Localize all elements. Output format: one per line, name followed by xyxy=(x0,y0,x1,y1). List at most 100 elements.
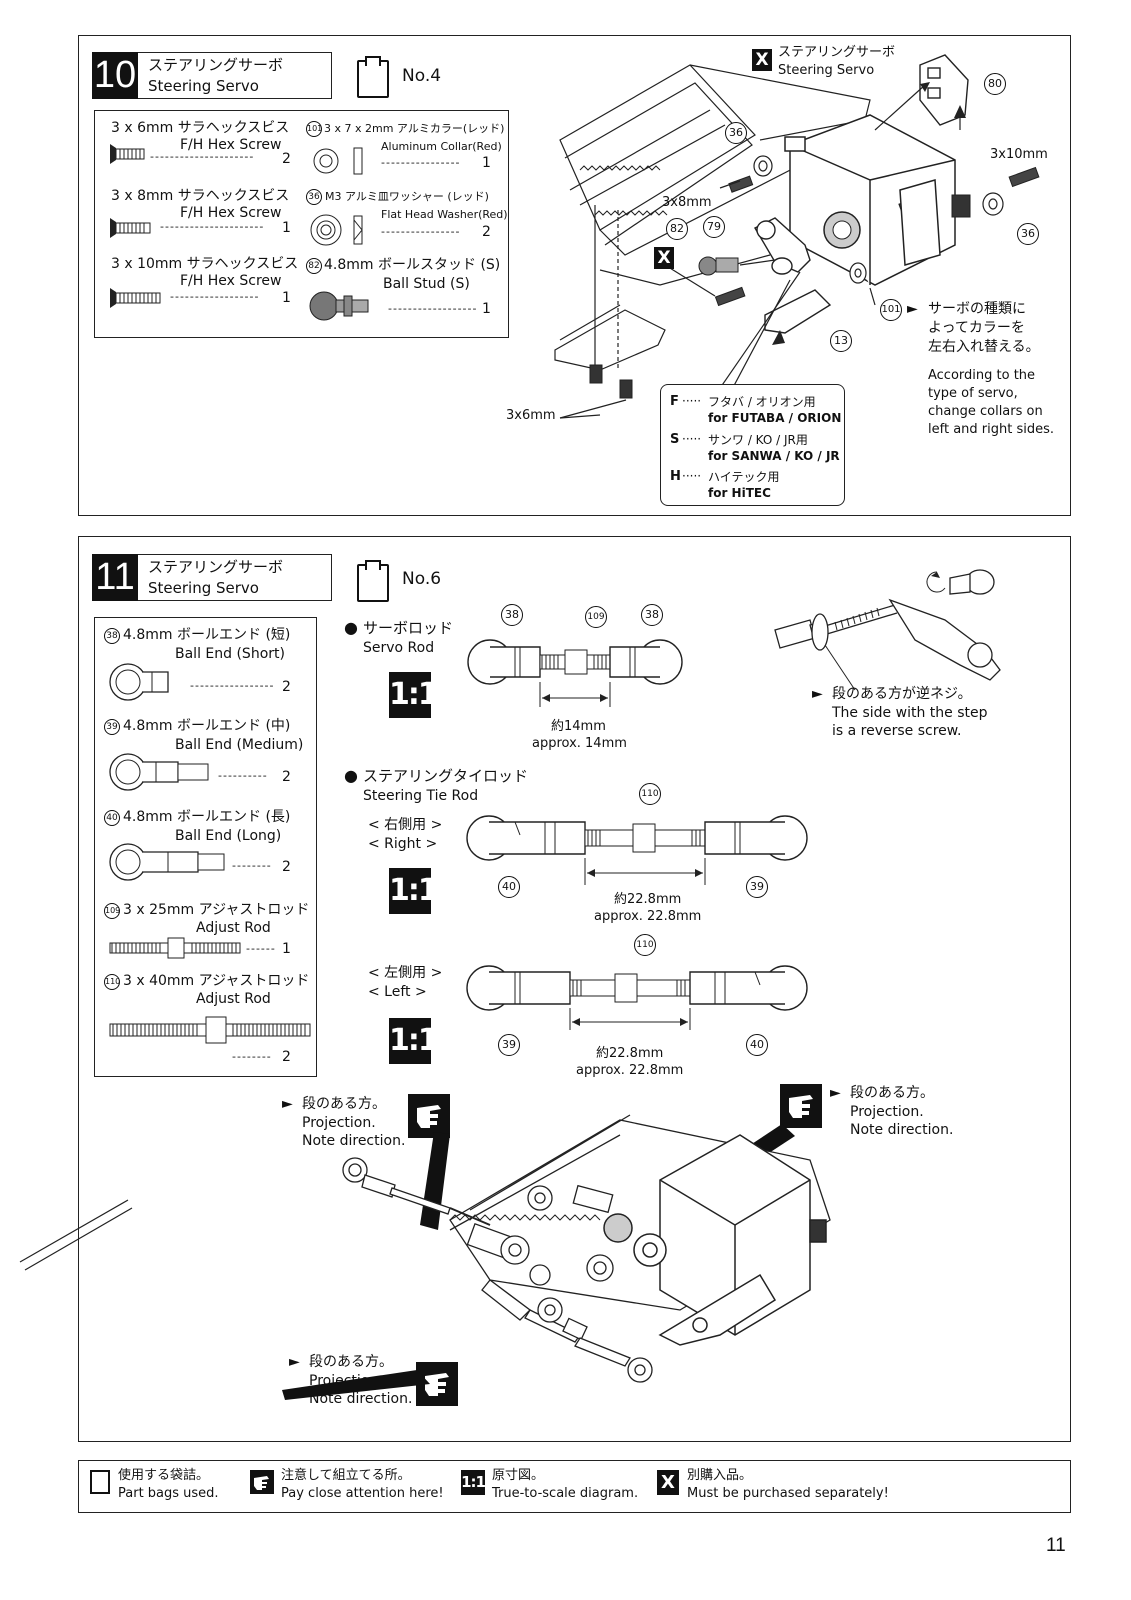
projection-en: Projection. xyxy=(302,1115,376,1131)
part-number: 39 xyxy=(104,719,120,735)
dots: ---------------- xyxy=(381,225,461,238)
part-jp: 4.8mm ボールエンド (短) xyxy=(123,627,291,643)
callout: 40 xyxy=(498,876,520,898)
step11-number: 11 xyxy=(92,554,138,601)
reverse-screw-en: The side with the step xyxy=(832,705,988,721)
part-qty: 1 xyxy=(482,155,491,171)
left-side-jp: < 左側用 > xyxy=(368,965,443,981)
horn-code: S xyxy=(670,432,680,447)
caution-hand-icon xyxy=(780,1084,822,1128)
part-qty: 2 xyxy=(282,1049,291,1065)
reverse-screw-illustration xyxy=(774,569,1001,691)
part-en: Ball End (Medium) xyxy=(175,737,304,753)
left-side-en: < Left > xyxy=(368,984,427,1000)
dots: -------- xyxy=(232,859,272,872)
collar-note-en: left and right sides. xyxy=(928,422,1054,437)
callout: 36 xyxy=(1017,223,1039,245)
part-en: F/H Hex Screw xyxy=(180,273,282,289)
arrow-icon: ► xyxy=(282,1096,293,1112)
screw-icon xyxy=(110,218,151,238)
ball-end-short-icon xyxy=(109,663,169,701)
step11-parts-box xyxy=(94,617,317,1077)
legend-jp: 原寸図。 xyxy=(492,1468,545,1483)
servo-exploded-diagram xyxy=(554,54,1040,419)
tie-rod-en: Steering Tie Rod xyxy=(363,788,479,804)
part-number: 40 xyxy=(104,810,120,826)
bag-icon xyxy=(357,56,389,98)
screw-icon xyxy=(110,144,145,164)
right-side-en: < Right > xyxy=(368,836,438,852)
projection-en: Projection. xyxy=(850,1104,924,1120)
callout: 39 xyxy=(746,876,768,898)
step11-title-en: Steering Servo xyxy=(148,579,259,597)
part-number: 36 xyxy=(306,189,322,205)
horn-en: for SANWA / KO / JR xyxy=(708,449,840,463)
screw-3x10-label: 3x10mm xyxy=(990,147,1048,162)
adjust-rod-long-icon xyxy=(109,1016,311,1044)
part-jp: 4.8mm ボールエンド (中) xyxy=(123,718,291,734)
collar-note-jp: サーボの種類に xyxy=(928,301,1026,317)
callout: 110 xyxy=(634,934,656,956)
callout: 38 xyxy=(501,604,523,626)
part-en: Ball End (Short) xyxy=(175,646,285,662)
step10-bag-number: No.4 xyxy=(402,66,442,86)
part-en: Aluminum Collar(Red) xyxy=(381,140,502,153)
arrow-icon: ► xyxy=(289,1354,300,1370)
legend-en: Must be purchased separately! xyxy=(687,1486,889,1501)
step11-bag-number: No.6 xyxy=(402,569,442,589)
scale-1-1-icon: 1:1 xyxy=(389,1018,439,1064)
part-number: 101 xyxy=(306,121,322,137)
callout: 79 xyxy=(703,216,725,238)
step11-panel xyxy=(78,536,1071,1442)
projection-jp: 段のある方。 xyxy=(309,1354,393,1370)
projection-en: Note direction. xyxy=(850,1122,954,1138)
bullet-icon: ● xyxy=(344,766,358,785)
part-jp: 4.8mm ボールエンド (長) xyxy=(123,809,291,825)
part-jp: 4.8mm ボールスタッド (S) xyxy=(324,257,501,273)
legend-jp: 注意して組立てる所。 xyxy=(281,1468,411,1483)
horn-jp: ハイテック用 xyxy=(708,470,780,484)
arrow-icon: ► xyxy=(812,686,823,702)
projection-jp: 段のある方。 xyxy=(302,1096,386,1112)
horn-jp: サンワ / KO / JR用 xyxy=(708,433,808,447)
screw-icon xyxy=(110,288,161,308)
part-en: Ball Stud (S) xyxy=(383,276,470,292)
dots: ------ xyxy=(246,942,276,955)
step11-title-jp: ステアリングサーボ xyxy=(148,558,284,576)
part-number: 109 xyxy=(104,903,120,919)
legend-jp: 使用する袋詰。 xyxy=(118,1468,210,1483)
part-en: Ball End (Long) xyxy=(175,828,282,844)
legend-en: True-to-scale diagram. xyxy=(492,1486,639,1501)
part-qty: 1 xyxy=(282,941,291,957)
tie-rod-right-diagram xyxy=(466,815,808,885)
callout: 109 xyxy=(585,606,607,628)
part-en: F/H Hex Screw xyxy=(180,205,282,221)
horn-en: for HiTEC xyxy=(708,486,771,500)
part-qty: 1 xyxy=(282,290,291,306)
collar-note-en: type of servo, xyxy=(928,386,1018,401)
callout: 80 xyxy=(984,73,1006,95)
projection-jp: 段のある方。 xyxy=(850,1085,934,1101)
part-number: 38 xyxy=(104,628,120,644)
dots: ---------- xyxy=(218,769,268,782)
part-number: 110 xyxy=(104,974,120,990)
steering-assembly-diagram xyxy=(19,1114,831,1400)
collar-note-jp: よってカラーを xyxy=(928,320,1025,336)
dots: ------------------ xyxy=(388,302,478,315)
x-label-en: Steering Servo xyxy=(778,63,875,78)
step10-number: 10 xyxy=(92,52,138,99)
legend-en: Part bags used. xyxy=(118,1486,219,1501)
collar-note-jp: 左右入れ替える。 xyxy=(928,339,1040,355)
part-en: Adjust Rod xyxy=(196,991,271,1007)
servo-rod-length-en: approx. 14mm xyxy=(532,736,627,751)
servo-rod-jp: サーボロッド xyxy=(363,619,454,637)
dots: --------------------- xyxy=(150,150,255,163)
collar-icon xyxy=(313,147,363,175)
collar-note-en: According to the xyxy=(928,368,1036,383)
legend-jp: 別購入品。 xyxy=(687,1468,753,1483)
projection-en: Note direction. xyxy=(302,1133,406,1149)
arrow-icon: ► xyxy=(907,301,918,317)
callout: 101 xyxy=(880,299,902,321)
part-qty: 2 xyxy=(482,224,491,240)
horn-dots: ····· xyxy=(682,394,702,408)
